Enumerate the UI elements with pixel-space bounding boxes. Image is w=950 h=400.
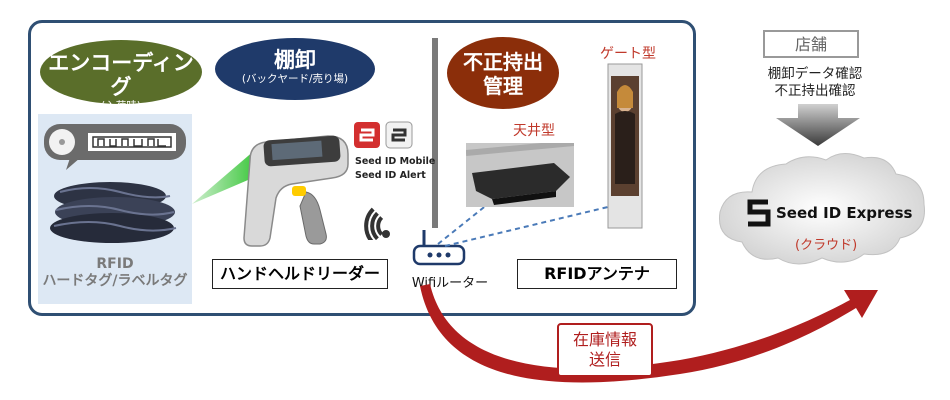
scan-beam [192, 144, 262, 204]
down-arrow [776, 104, 860, 146]
seed-id-alert-label: Seed ID Alert [355, 170, 426, 181]
router-icon [412, 230, 466, 266]
divider [432, 38, 438, 228]
gate-antenna-illustration [607, 63, 643, 229]
store-line1: 棚卸データ確認 [767, 66, 863, 82]
rfid-antenna-label: RFIDアンテナ [517, 259, 677, 289]
inventory-title: 棚卸 [274, 48, 316, 72]
seed-id-mobile-label: Seed ID Mobile [355, 156, 436, 167]
store-tag: 店舗 [763, 30, 859, 58]
seed-id-logo-icon [747, 199, 771, 227]
send-line1: 在庫情報 [572, 330, 637, 349]
inventory-badge: 棚卸 (バックヤード/売り場) [215, 38, 375, 100]
fraud-badge: 不正持出 管理 [447, 37, 559, 109]
encoding-subtitle: (入荷時) [101, 100, 141, 112]
rfid-tags-illustration [44, 124, 186, 243]
store-description: 棚卸データ確認 不正持出確認 [740, 66, 890, 100]
cloud-shape [718, 153, 925, 265]
wifi-icon [364, 207, 390, 240]
fraud-line1: 不正持出 [463, 50, 543, 74]
seed-id-app-icons [354, 121, 413, 149]
handheld-reader-illustration [243, 135, 349, 247]
send-line2: 送信 [588, 350, 621, 369]
encoding-title: エンコーディング [48, 51, 194, 99]
router-label: Wifiルーター [411, 276, 489, 291]
handheld-reader-label: ハンドヘルドリーダー [212, 259, 388, 289]
encoding-badge: エンコーディング (入荷時) [40, 40, 202, 112]
rfid-tag-label: RFID ハードタグ/ラベルタグ [38, 256, 192, 290]
inventory-subtitle: (バックヤード/売り場) [241, 73, 349, 85]
cloud-subtitle: (クラウド) [795, 238, 858, 253]
rfid-tag-line1: RFID [96, 256, 134, 272]
fraud-line2: 管理 [483, 74, 523, 98]
ceiling-antenna-label: 天井型 [513, 123, 555, 139]
send-inventory-box: 在庫情報 送信 [557, 323, 653, 377]
cloud-service-name: Seed ID Express [776, 204, 913, 222]
rfid-tag-line2: ハードタグ/ラベルタグ [42, 273, 188, 289]
gate-antenna-label: ゲート型 [600, 46, 656, 62]
store-line2: 不正持出確認 [774, 83, 856, 99]
ceiling-antenna-illustration [466, 143, 574, 207]
